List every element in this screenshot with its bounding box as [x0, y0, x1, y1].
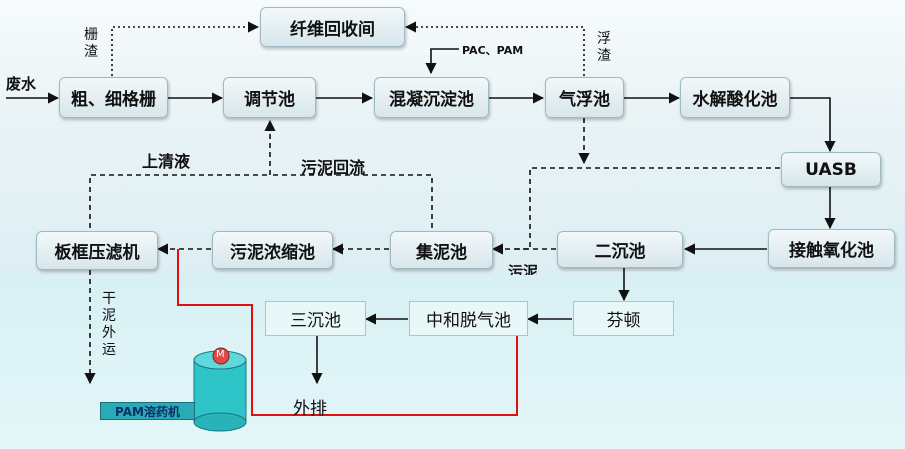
uasb-sludge-line — [491, 167, 780, 255]
flow-hydrolysis-to-uasb — [790, 97, 836, 153]
pam-dosing-line — [177, 249, 518, 416]
sludge-return-line — [270, 174, 433, 228]
label-sludge-return: 污泥回流 — [301, 158, 366, 177]
node-neutralization-degassing-tank: 中和脱气池 — [409, 301, 528, 336]
node-fiber-recovery: 纤维回收间 — [260, 7, 405, 47]
node-sludge-collection-tank: 集泥池 — [390, 231, 493, 269]
pam-dissolver-tank — [193, 347, 247, 432]
node-coarse-fine-screen: 粗、细格栅 — [59, 77, 168, 118]
label-wastewater: 废水 — [6, 75, 37, 93]
label-pam-dissolver: PAM溶药机 — [100, 402, 195, 420]
node-secondary-clarifier: 二沉池 — [557, 231, 683, 268]
screen-residue-line — [111, 21, 260, 76]
label-pac-pam: PAC、PAM — [462, 44, 524, 57]
sludge-lines — [84, 21, 780, 385]
label-discharge: 外排 — [293, 399, 327, 419]
node-fenton: 芬顿 — [573, 301, 674, 336]
motor-icon — [212, 347, 230, 365]
node-equalization-tank: 调节池 — [223, 77, 316, 118]
label-dry-sludge-out: 干泥外运 — [102, 291, 116, 358]
node-tertiary-clarifier: 三沉池 — [265, 301, 366, 336]
node-coag-settling-tank: 混凝沉淀池 — [374, 77, 489, 118]
float-residue-line — [404, 21, 585, 76]
node-contact-oxidation-tank: 接触氧化池 — [768, 229, 895, 268]
node-air-flotation-tank: 气浮池 — [545, 77, 624, 118]
pac-pam-feed-line — [425, 48, 459, 75]
node-hydrolysis-tank: 水解酸化池 — [680, 77, 790, 118]
supernatant-line — [89, 174, 270, 228]
label-motor: M — [216, 349, 225, 360]
node-sludge-thickener: 污泥浓缩池 — [212, 231, 333, 269]
main-flow-lines — [6, 48, 836, 385]
node-uasb: UASB — [781, 152, 881, 187]
label-supernatant: 上清液 — [142, 152, 191, 171]
label-sludge-partial: 污泥 — [508, 263, 539, 275]
label-float-residue: 浮渣 — [597, 31, 611, 64]
node-plate-frame-filter-press: 板框压滤机 — [36, 231, 158, 270]
label-screen-residue: 栅渣 — [84, 27, 98, 60]
